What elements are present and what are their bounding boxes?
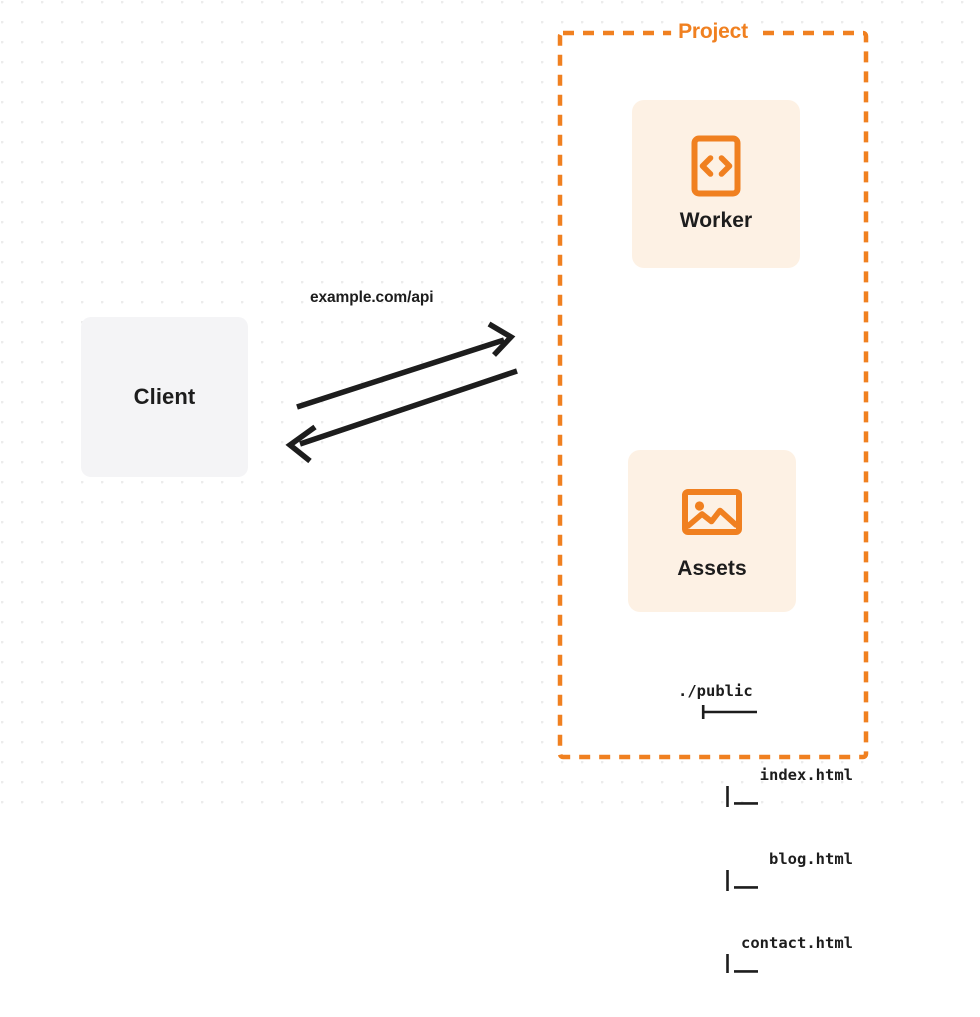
response-arrow — [285, 368, 518, 464]
diagram-canvas: Client example.com/api Project Worker — [0, 0, 980, 973]
connection-label: example.com/api — [310, 289, 434, 306]
assets-card[interactable]: Assets — [628, 450, 796, 612]
project-label: Project — [671, 20, 755, 44]
worker-card[interactable]: Worker — [632, 100, 800, 268]
file-tree-row: ./public — [608, 681, 853, 719]
request-arrow — [296, 321, 516, 410]
file-tree-label: index.html — [759, 766, 853, 784]
file-tree-row: index.html — [608, 765, 853, 807]
file-tree-row: contact.html — [608, 933, 853, 973]
file-tree-row: blog.html — [608, 849, 853, 891]
project-container: Project Worker Assets — [557, 20, 869, 973]
assets-card-label: Assets — [677, 557, 747, 580]
client-node[interactable]: Client — [81, 317, 248, 477]
image-icon — [682, 489, 742, 535]
client-node-label: Client — [133, 384, 196, 409]
tree-connector-child — [608, 849, 759, 891]
file-tree-label: contact.html — [741, 934, 853, 952]
code-brackets-icon — [691, 135, 741, 197]
file-tree-label: blog.html — [769, 850, 853, 868]
tree-connector-child-last — [608, 933, 759, 973]
worker-card-label: Worker — [679, 209, 753, 232]
tree-connector-child — [608, 765, 759, 807]
tree-connector-tee — [608, 681, 758, 719]
file-tree-label: ./public — [678, 682, 753, 700]
